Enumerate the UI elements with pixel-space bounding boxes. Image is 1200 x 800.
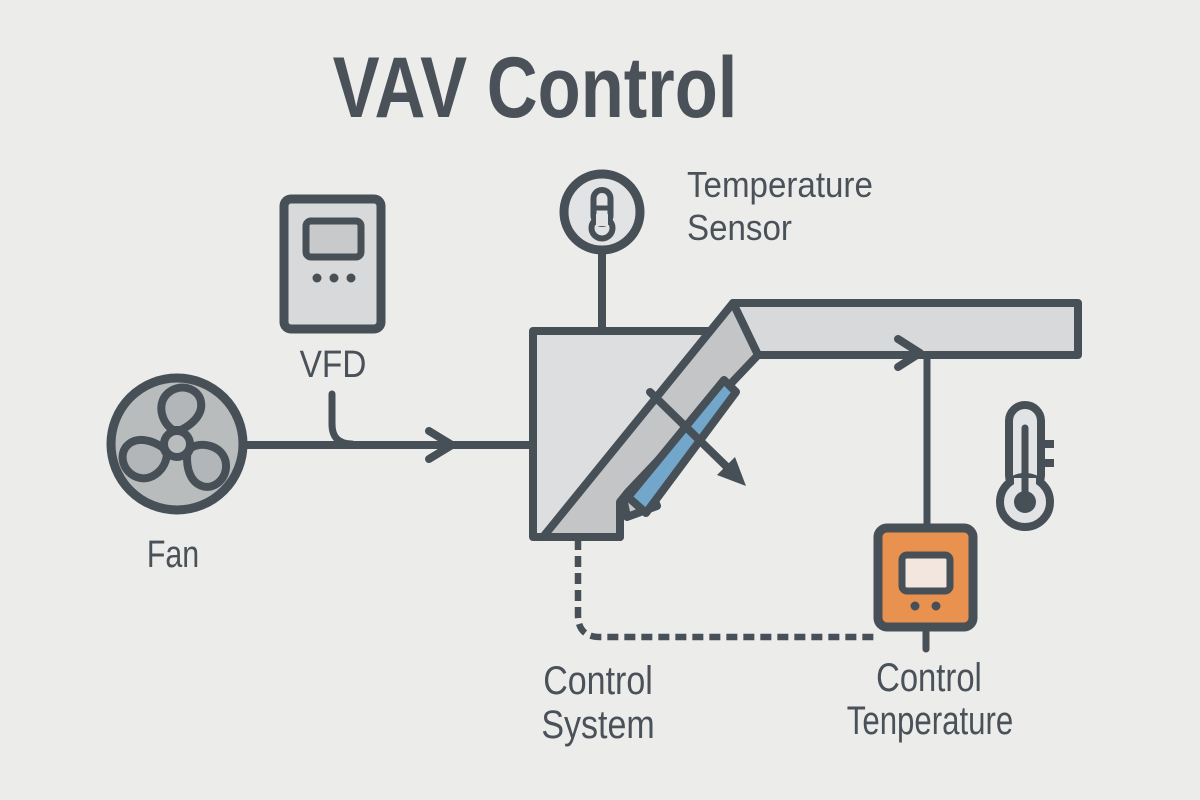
control-temperature-label-line2: Tenperature xyxy=(847,698,1013,743)
vfd-label: VFD xyxy=(300,343,367,385)
arrow-right-icon xyxy=(425,427,456,463)
fan-icon xyxy=(106,373,248,515)
temperature-sensor-label-line2: Sensor xyxy=(687,209,792,249)
temperature-sensor-label-line1: Temperature xyxy=(687,166,873,206)
arrow-diagonal-head xyxy=(717,457,746,486)
fan-label: Fan xyxy=(147,534,199,576)
thermometer-circle-icon xyxy=(559,169,645,255)
control-temperature-label-line1: Control xyxy=(876,655,982,700)
control-system-label-line1: Control xyxy=(543,657,653,702)
vav-box xyxy=(529,299,762,541)
vfd-drive-icon xyxy=(279,194,386,334)
arrow-diagonal-icon xyxy=(646,388,732,472)
thermometer-icon xyxy=(996,401,1054,531)
vfd-connector-line xyxy=(328,390,356,448)
arrow-right-icon xyxy=(894,335,924,371)
damper-blade xyxy=(624,376,740,517)
control-system-label-line2: System xyxy=(541,701,654,746)
control-system-dashed-line xyxy=(574,539,876,641)
thermostat-controller-icon xyxy=(873,523,978,653)
page-title: VAV Control xyxy=(333,39,738,135)
